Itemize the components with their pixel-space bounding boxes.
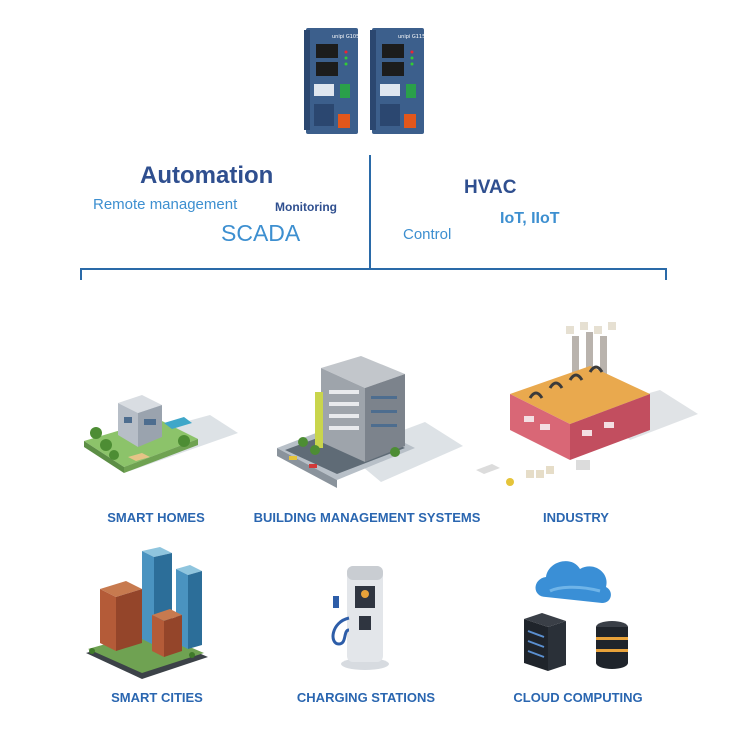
smart-home-icon	[80, 375, 240, 485]
svg-text:unipi G115: unipi G115	[398, 34, 425, 40]
city-skyline-icon	[82, 545, 212, 680]
bracket-right-tick	[665, 268, 667, 280]
caption-building-management-systems: BUILDING MANAGEMENT SYSTEMS	[253, 510, 481, 525]
cloud-server-icon	[518, 547, 638, 675]
caption-cloud-computing: CLOUD COMPUTING	[513, 690, 643, 705]
keyword-automation: Automation	[140, 162, 274, 189]
controller-device-right: unipi G115	[370, 28, 425, 134]
brand-text: unipi G105	[332, 34, 359, 40]
ev-charger-icon	[325, 560, 395, 672]
bracket-left-tick	[80, 268, 82, 280]
caption-smart-homes: SMART HOMES	[107, 510, 205, 525]
controller-device-left: unipi G105	[304, 28, 359, 134]
keyword-hvac: HVAC	[464, 177, 517, 198]
office-building-icon	[275, 352, 465, 492]
keyword-control: Control	[403, 226, 452, 243]
keyword-iot: IoT, IIoT	[500, 210, 560, 227]
caption-industry: INDUSTRY	[543, 510, 609, 525]
cropped-heading-fragment	[80, 0, 280, 2]
keyword-scada: SCADA	[221, 220, 301, 246]
vertical-divider	[369, 155, 371, 269]
caption-charging-stations: CHARGING STATIONS	[296, 690, 436, 705]
horizontal-bracket	[80, 268, 667, 270]
factory-icon	[470, 320, 700, 495]
keyword-remote-management: Remote management	[93, 196, 238, 213]
keyword-monitoring: Monitoring	[275, 200, 337, 214]
controller-devices-image: unipi G105 unipi G115	[300, 22, 440, 140]
caption-smart-cities: SMART CITIES	[111, 690, 203, 705]
